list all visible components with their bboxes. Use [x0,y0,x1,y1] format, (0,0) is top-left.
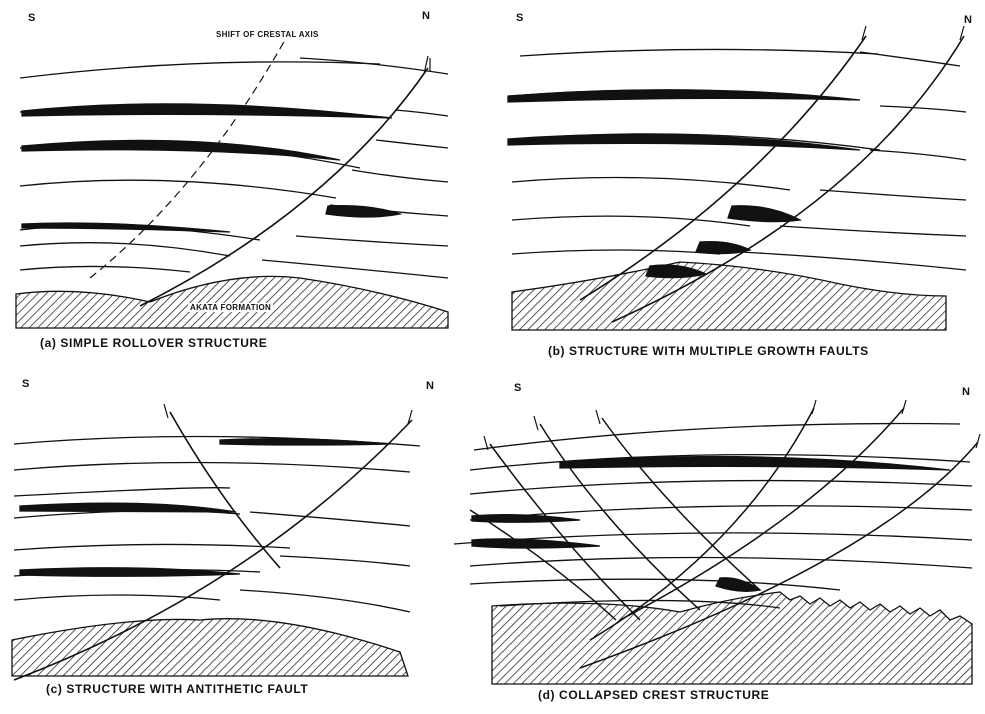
antithetic-fault-c [169,411,281,569]
basement-c [11,618,409,677]
crestal-axis-annotation: SHIFT OF CRESTAL AXIS [216,30,319,39]
main-fault-c [13,419,413,681]
fault-d3 [539,423,701,611]
akata-formation-basement [15,275,449,329]
panel-c-south-label: S [22,378,30,390]
panel-d-south-label: S [514,382,522,394]
panel-b-caption: (b) STRUCTURE WITH MULTIPLE GROWTH FAULT… [548,344,869,358]
panel-c [11,403,421,681]
panel-a-south-label: S [28,12,36,24]
panel-b [507,25,967,331]
basement-b [511,261,947,331]
panel-a-north-label: N [422,10,430,22]
panel-a [15,39,449,329]
growth-fault-a [139,67,429,307]
panel-d [453,399,981,685]
growth-fault-b2 [611,35,965,323]
fault-d2 [489,443,641,621]
panel-d-north-label: N [962,386,970,398]
panel-b-south-label: S [516,12,524,24]
panel-d-caption: (d) COLLAPSED CREST STRUCTURE [538,688,770,702]
akata-formation-label: AKATA FORMATION [188,303,274,312]
fault-d6 [619,407,905,621]
fault-d1 [469,509,617,621]
fault-d7 [579,441,979,669]
growth-fault-b1 [579,35,867,301]
crestal-axis-dashed-line [89,39,286,279]
basement-d [491,591,973,685]
panel-a-caption: (a) SIMPLE ROLLOVER STRUCTURE [40,336,268,350]
panel-c-north-label: N [426,380,434,392]
fault-d4 [601,417,761,591]
panel-c-caption: (c) STRUCTURE WITH ANTITHETIC FAULT [46,682,309,696]
panel-b-north-label: N [964,14,972,26]
